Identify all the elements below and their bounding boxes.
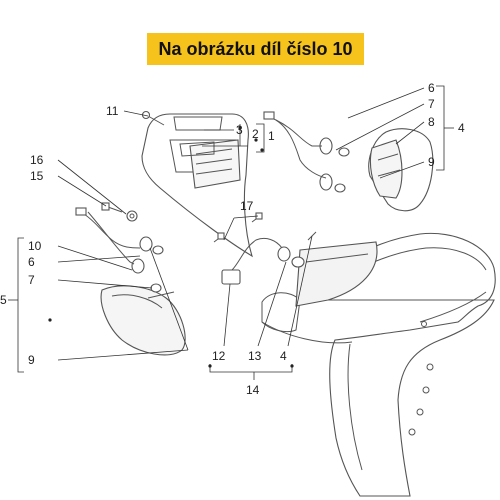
- title-text: Na obrázku díl číslo 10: [158, 38, 353, 59]
- screw-15: [101, 202, 123, 213]
- callout-6-right: 6: [428, 81, 435, 95]
- washer-16: [126, 210, 138, 222]
- callout-14: 14: [246, 383, 260, 397]
- callout-13: 13: [248, 349, 262, 363]
- callout-7-left: 7: [28, 273, 35, 287]
- callout-6-left: 6: [28, 255, 35, 269]
- plate-light-wiring: [221, 231, 317, 285]
- callout-17: 17: [240, 199, 254, 213]
- callout-15: 15: [30, 169, 44, 183]
- callout-labels: 11 16 15 3 2 1 6 7 8 4 9 17 10 6 7 5 9 1…: [0, 81, 465, 397]
- callout-11: 11: [106, 104, 119, 118]
- title-banner: Na obrázku díl číslo 10: [147, 33, 364, 65]
- callout-4-bottom: 4: [280, 349, 287, 363]
- screws-17: [213, 212, 263, 243]
- callout-7-right: 7: [428, 97, 435, 111]
- callout-16: 16: [30, 153, 44, 167]
- callout-8: 8: [428, 115, 435, 129]
- callout-10: 10: [28, 239, 42, 253]
- license-light-housing: [141, 113, 253, 258]
- callout-12: 12: [212, 349, 226, 363]
- rear-mudguard: [261, 232, 496, 497]
- callout-1: 1: [268, 129, 275, 143]
- callout-5: 5: [0, 293, 7, 307]
- callout-2: 2: [252, 127, 259, 141]
- leader-lines: [8, 85, 454, 380]
- callout-3: 3: [236, 123, 243, 137]
- right-turn-signal: [263, 111, 434, 212]
- rear-reflector: [295, 241, 378, 307]
- callout-4-right: 4: [458, 121, 465, 135]
- callout-9-left: 9: [28, 353, 35, 367]
- left-turn-signal: [75, 207, 186, 356]
- callout-9-right: 9: [428, 155, 435, 169]
